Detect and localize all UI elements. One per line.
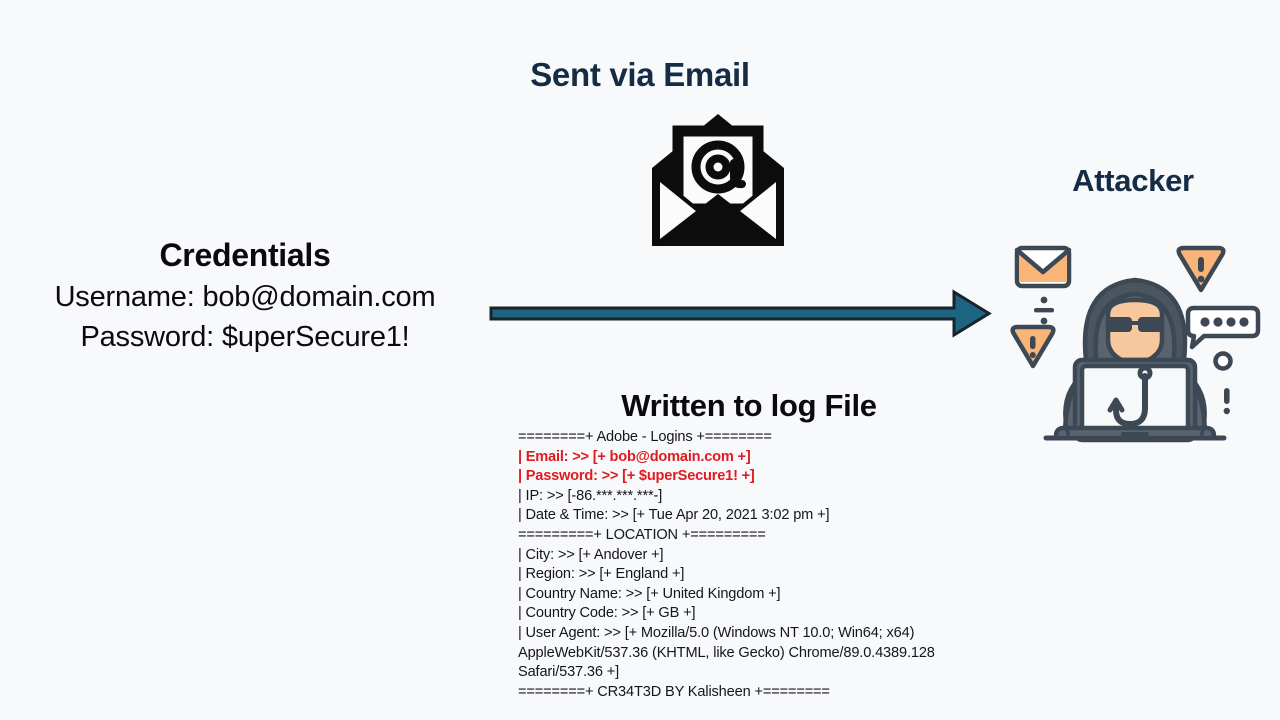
log-line: | Email: >> [+ bob@domain.com +] [518, 448, 751, 465]
log-line: | IP: >> [-86.***.***.***-] [518, 487, 663, 504]
orange-envelope-icon [1014, 245, 1072, 289]
attacker-title: Attacker [1072, 163, 1194, 198]
attacker-illustration [1008, 228, 1262, 448]
email-envelope-icon [648, 104, 788, 250]
log-line: | Country Name: >> [+ United Kingdom +] [518, 585, 781, 602]
written-to-log-file-title: Written to log File [621, 388, 877, 423]
log-line: | Region: >> [+ England +] [518, 566, 685, 583]
credential-password-line: Password: $uperSecure1! [80, 321, 410, 353]
log-file-text-block: ========+ Adobe - Logins +======== | Emai… [518, 428, 988, 702]
sent-via-email-title: Sent via Email [530, 56, 750, 93]
warning-triangle-icon-left [1010, 324, 1056, 369]
log-line: | Date & Time: >> [+ Tue Apr 20, 2021 3:… [518, 507, 830, 524]
credentials-title: Credentials [159, 237, 331, 273]
log-line: ========+ CR34T3D BY Kalisheen +======== [518, 683, 830, 700]
fish-hook-icon [1107, 365, 1153, 427]
log-line: | Password: >> [+ $uperSecure1! +] [518, 468, 755, 485]
divide-icon [1034, 296, 1054, 325]
warning-triangle-icon-right [1176, 245, 1226, 293]
log-line: =========+ LOCATION +========= [518, 526, 766, 543]
log-line: | City: >> [+ Andover +] [518, 546, 664, 563]
exclamation-mark-icon [1223, 388, 1230, 415]
log-line: | Country Code: >> [+ GB +] [518, 605, 696, 622]
credential-flow-arrow [488, 288, 992, 338]
sunglasses-icon [1106, 317, 1164, 332]
log-line: | User Agent: >> [+ Mozilla/5.0 (Windows… [518, 624, 939, 681]
credential-username-line: Username: bob@domain.com [54, 281, 436, 313]
password-field-icon [1185, 305, 1261, 350]
log-line: ========+ Adobe - Logins +======== [518, 429, 772, 445]
circle-dot-icon [1213, 351, 1233, 371]
